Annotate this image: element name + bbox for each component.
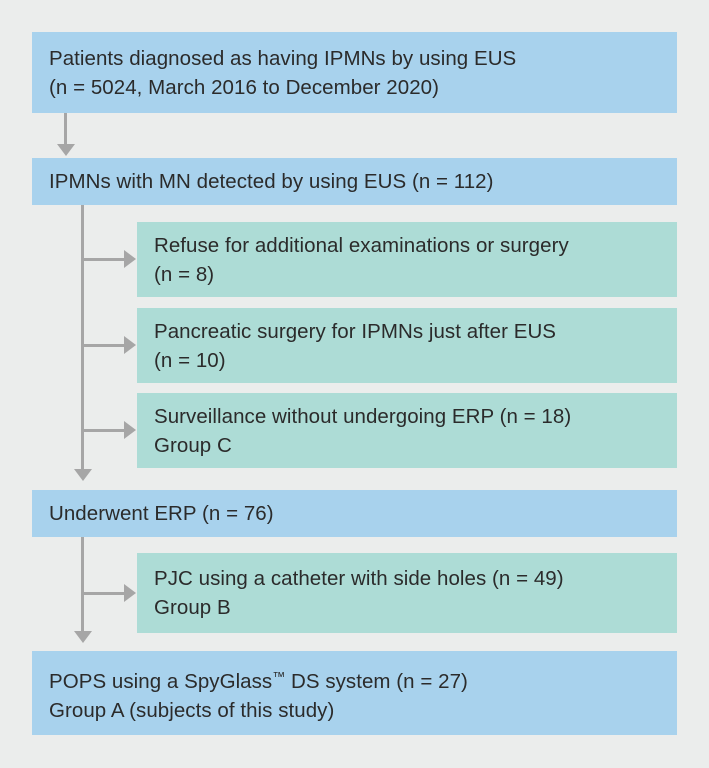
node-pops-group-a-line-2: Group A (subjects of this study) [49,698,335,722]
node-ipmn-mn-detected: IPMNs with MN detected by using EUS (n =… [32,158,677,205]
arrowhead-enrolled-to-detected [57,144,75,156]
connector-enrolled-to-detected [64,113,67,146]
node-enrolled: Patients diagnosed as having IPMNs by us… [32,32,677,113]
arrowhead-trunk-to-erp [74,469,92,481]
node-pjc-group-b-line-1: PJC using a catheter with side holes (n … [154,567,564,590]
trademark-glyph: ™ [272,668,286,684]
node-surveillance-group-c: Surveillance without undergoing ERP (n =… [137,393,677,468]
node-refused-line-2: (n = 8) [154,262,215,286]
connector-branch-surveillance [84,429,126,432]
node-refused-line-1: Refuse for additional examinations or su… [154,233,569,257]
node-refused: Refuse for additional examinations or su… [137,222,677,297]
node-pops-group-a-line-1-text: POPS using a SpyGlass™ DS system (n = 27… [49,668,468,693]
node-pjc-group-b-line-2: Group B [154,596,231,619]
connector-branch-pjc [84,592,126,595]
connector-branch-refused [84,258,126,261]
node-pancreatic-surgery-line-1: Pancreatic surgery for IPMNs just after … [154,319,557,343]
node-pjc-group-b: PJC using a catheter with side holes (n … [137,553,677,633]
node-pops-group-a-line-1: POPS using a SpyGlass™ DS system (n = 27… [49,661,667,695]
connector-branch-surgery [84,344,126,347]
node-pancreatic-surgery-line-2: (n = 10) [154,348,226,372]
arrowhead-branch-refused [124,250,136,268]
node-ipmn-mn-detected-line-1: IPMNs with MN detected by using EUS (n =… [49,170,494,193]
connector-erp-trunk [81,537,84,633]
node-enrolled-line-1: Patients diagnosed as having IPMNs by us… [49,46,517,70]
arrowhead-branch-surveillance [124,421,136,439]
node-enrolled-line-2: (n = 5024, March 2016 to December 2020) [49,75,439,99]
arrowhead-trunk-to-pops [74,631,92,643]
node-pancreatic-surgery: Pancreatic surgery for IPMNs just after … [137,308,677,383]
node-underwent-erp: Underwent ERP (n = 76) [32,490,677,537]
node-surveillance-group-c-line-1: Surveillance without undergoing ERP (n =… [154,404,572,428]
node-underwent-erp-line-1: Underwent ERP (n = 76) [49,502,274,525]
arrowhead-branch-pjc [124,584,136,602]
connector-detected-trunk [81,205,84,471]
arrowhead-branch-surgery [124,336,136,354]
node-pops-group-a: POPS using a SpyGlass™ DS system (n = 27… [32,651,677,735]
node-surveillance-group-c-line-2: Group C [154,433,232,457]
